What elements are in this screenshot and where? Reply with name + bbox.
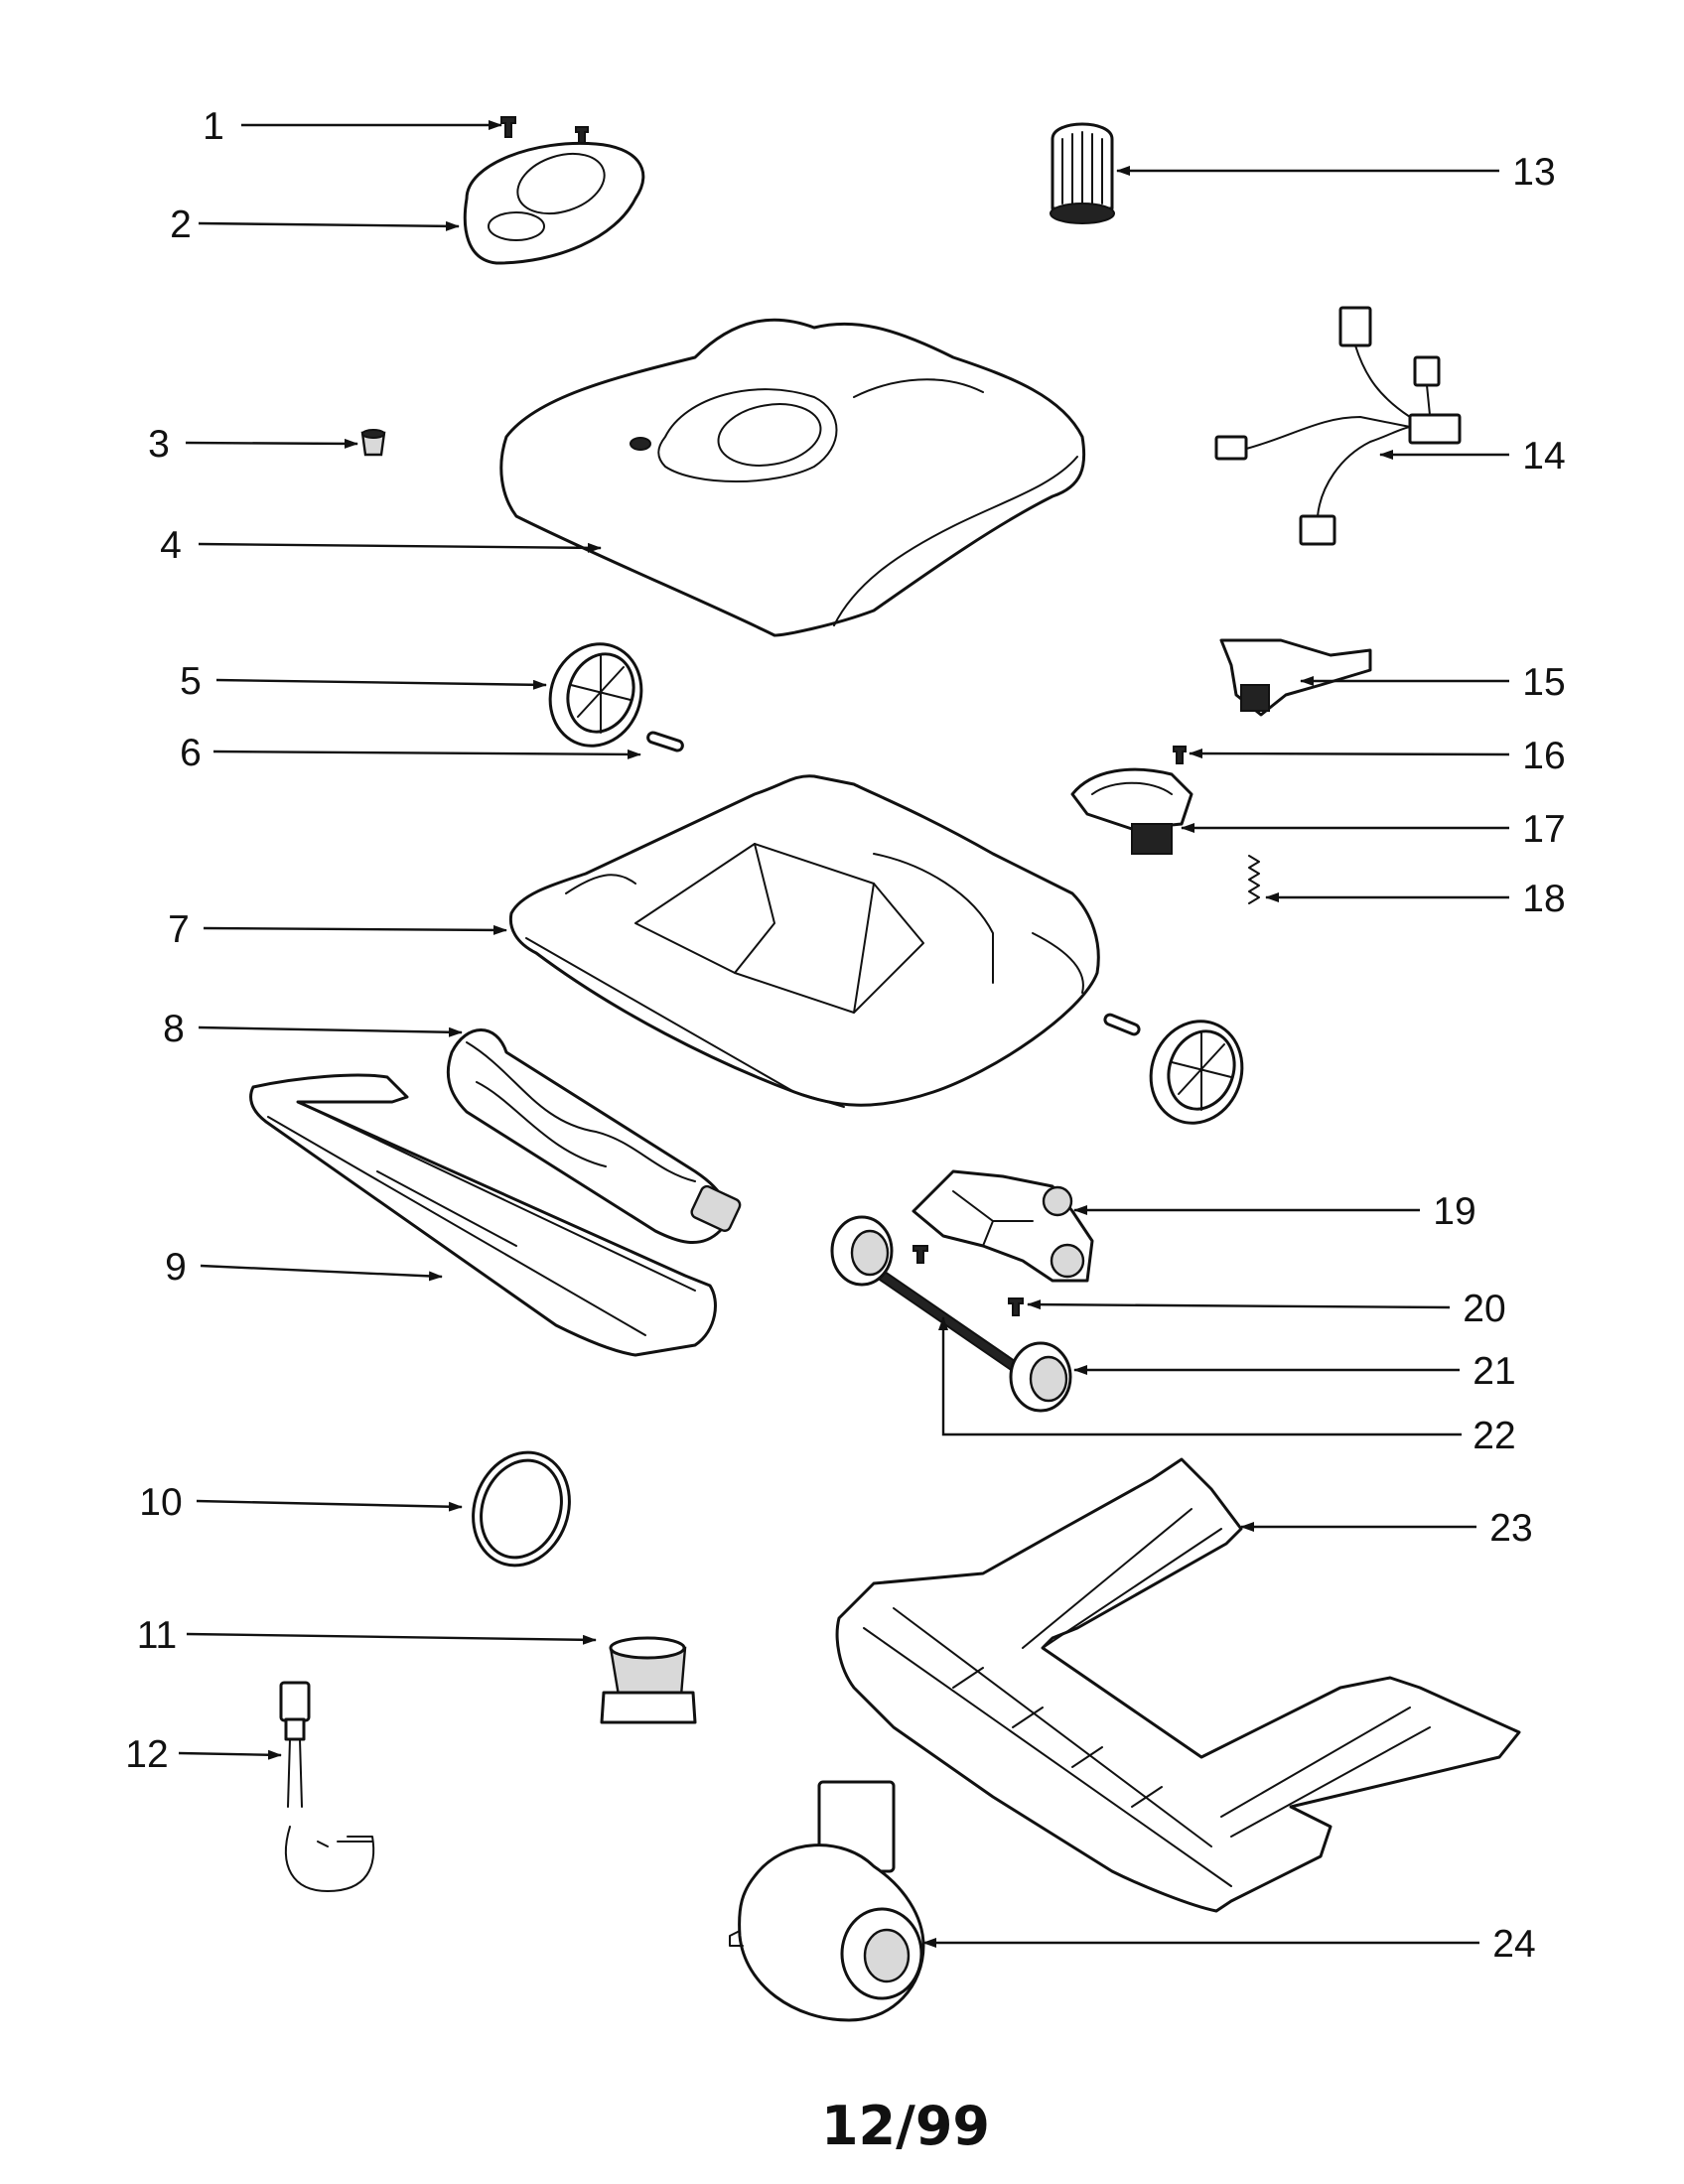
callout-1: 1	[203, 105, 224, 148]
part-screw-20	[912, 1245, 1024, 1316]
part-cover-plate-2	[463, 141, 645, 265]
callout-labels: 1 2 3 4 5 6 7 8 9 10 11 12 13 14 15 16 1…	[125, 105, 1565, 1966]
leader-20	[1027, 1299, 1451, 1310]
page-footer-date: 12/99	[821, 2095, 990, 2157]
leader-6	[212, 749, 641, 759]
part-wheel-right	[1103, 1013, 1244, 1125]
part-pedal-17	[1070, 767, 1193, 855]
callout-23: 23	[1489, 1507, 1532, 1550]
part-bumper-9	[249, 1073, 717, 1357]
part-brushroll-8	[446, 1028, 742, 1245]
callout-12: 12	[125, 1733, 168, 1776]
callout-5: 5	[180, 660, 202, 703]
part-screws-1	[500, 116, 589, 145]
leader-9	[200, 1264, 443, 1282]
part-harness-12	[279, 1681, 375, 1892]
leader-22	[938, 1316, 1462, 1436]
part-base-7	[508, 774, 1100, 1108]
leader-8	[198, 1025, 463, 1037]
callout-22: 22	[1473, 1415, 1515, 1457]
part-carriage-19	[912, 1169, 1094, 1283]
part-hood-4	[499, 318, 1086, 637]
part-pin-6	[646, 731, 684, 752]
part-axle-22	[862, 1259, 1030, 1380]
callout-16: 16	[1522, 735, 1565, 777]
part-belt-10	[472, 1450, 571, 1568]
callout-17: 17	[1522, 808, 1565, 851]
callout-13: 13	[1512, 151, 1555, 194]
callout-18: 18	[1522, 878, 1565, 920]
part-bottom-plate-23	[835, 1457, 1521, 1913]
callout-14: 14	[1522, 435, 1565, 478]
callout-4: 4	[160, 524, 182, 567]
callout-11: 11	[137, 1614, 178, 1657]
callout-3: 3	[148, 423, 170, 466]
leader-5	[215, 678, 547, 690]
part-spring-18	[1248, 855, 1260, 904]
leader-12	[178, 1749, 282, 1760]
part-screw-16	[1173, 746, 1187, 764]
leader-7	[203, 924, 507, 935]
callout-2: 2	[170, 204, 192, 246]
leader-2	[198, 220, 460, 231]
part-plug-3	[360, 429, 386, 457]
leader-11	[186, 1632, 597, 1645]
leader-lines	[178, 120, 1510, 1948]
callout-24: 24	[1492, 1923, 1535, 1966]
callout-6: 6	[180, 732, 202, 774]
callout-20: 20	[1463, 1288, 1505, 1330]
part-cup-11	[600, 1636, 697, 1724]
part-filter-13	[1050, 122, 1115, 224]
callout-7: 7	[168, 908, 190, 951]
callout-10: 10	[139, 1481, 182, 1524]
callout-8: 8	[163, 1008, 185, 1050]
callout-21: 21	[1473, 1350, 1515, 1393]
callout-15: 15	[1522, 661, 1565, 704]
part-switch-wiring-14	[1214, 306, 1462, 546]
callout-19: 19	[1433, 1190, 1475, 1233]
part-motor-24	[729, 1780, 925, 2022]
leader-16	[1189, 749, 1510, 759]
part-wheel-5	[548, 642, 643, 748]
leader-3	[185, 438, 358, 449]
leader-4	[198, 542, 602, 553]
part-wheel-21	[830, 1215, 1072, 1413]
leader-10	[196, 1499, 463, 1512]
part-latch-15	[1219, 638, 1372, 717]
callout-9: 9	[165, 1246, 187, 1289]
